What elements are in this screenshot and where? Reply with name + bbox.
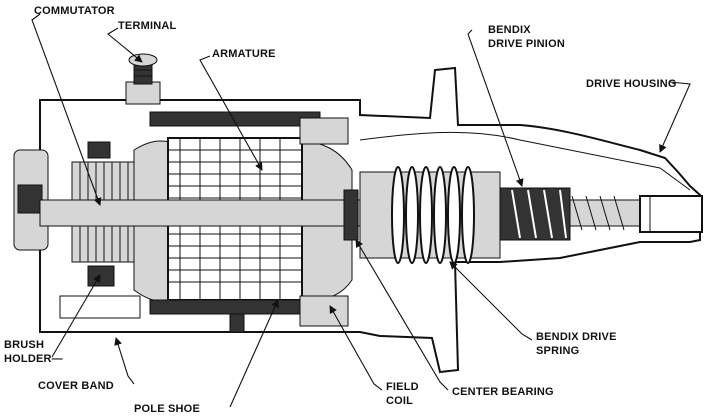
pole-shoe-bottom: [149, 299, 321, 315]
label-field-coil-2: COIL: [386, 395, 413, 407]
labels: COMMUTATOR TERMINAL ARMATURE BENDIX DRIV…: [4, 5, 677, 415]
label-center-bearing: CENTER BEARING: [452, 386, 554, 398]
label-pole-shoe: POLE SHOE: [134, 403, 200, 415]
motor-cutaway: [13, 53, 703, 374]
label-cover-band: COVER BAND: [38, 380, 114, 392]
end-shaft: [17, 184, 43, 214]
terminal-post: [125, 53, 161, 105]
pole-shoe-top: [149, 111, 321, 127]
drive-housing-contour: [359, 131, 691, 191]
label-terminal: TERMINAL: [118, 20, 177, 32]
label-brush-holder-1: BRUSH: [4, 339, 44, 351]
brush-holder-top: [87, 141, 111, 159]
label-bendix-drive-pinion-1: BENDIX: [488, 24, 531, 36]
label-bendix-drive-pinion-2: DRIVE PINION: [488, 38, 565, 50]
shaft-end: [639, 195, 703, 233]
center-bearing-part: [343, 189, 359, 241]
label-field-coil-1: FIELD: [386, 381, 419, 393]
field-coil-bottom: [299, 295, 349, 327]
bendix-pinion: [499, 187, 571, 241]
pole-screw: [229, 313, 245, 333]
bendix-spring-coils: [391, 166, 475, 264]
leader-lines: [31, 13, 691, 408]
label-bendix-drive-spring-1: BENDIX DRIVE: [536, 331, 617, 343]
label-commutator: COMMUTATOR: [34, 5, 115, 17]
label-drive-housing: DRIVE HOUSING: [586, 78, 677, 90]
label-armature: ARMATURE: [212, 48, 276, 60]
cover-band-part: [59, 295, 141, 319]
brush-holder-part: [87, 265, 115, 287]
label-bendix-drive-spring-2: SPRING: [536, 345, 579, 357]
drive-spiral: [571, 195, 625, 231]
field-coil-top: [299, 117, 349, 145]
label-brush-holder-2: HOLDER—: [4, 353, 63, 365]
